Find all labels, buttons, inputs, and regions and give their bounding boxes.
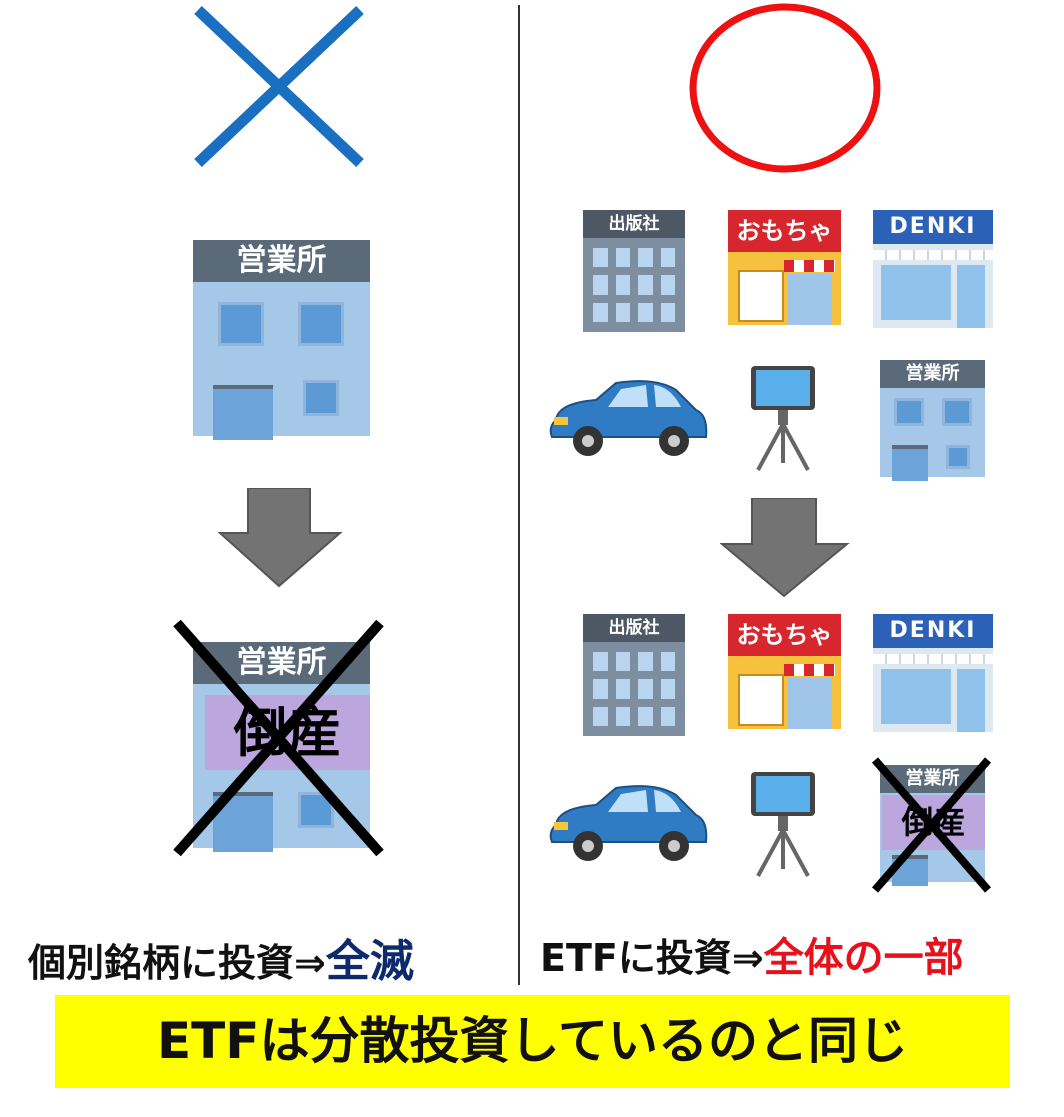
publisher-building-after: 出版社: [583, 614, 685, 736]
toy-store-after: おもちゃ: [728, 614, 841, 729]
office-building-small: 営業所: [880, 360, 985, 481]
right-caption-result: 全体の一部: [763, 935, 964, 981]
black-x-icon-small: [871, 757, 992, 893]
car-icon-after: [549, 785, 708, 861]
down-arrow-icon: [218, 488, 343, 588]
blue-x-icon: [194, 6, 364, 167]
toy-store: おもちゃ: [728, 210, 841, 325]
tripod-camera-icon: [751, 366, 815, 471]
electronics-store: DENKI: [873, 210, 993, 328]
left-caption-result: 全滅: [325, 936, 414, 987]
red-circle-icon: [689, 3, 881, 173]
down-arrow-icon-right: [720, 498, 850, 598]
right-caption: ETFに投資⇒全体の一部: [540, 935, 964, 981]
tripod-camera-icon-after: [751, 772, 815, 877]
summary-banner: ETFは分散投資しているのと同じ: [55, 995, 1010, 1088]
office-building: 営業所: [193, 240, 370, 440]
electronics-store-after: DENKI: [873, 614, 993, 732]
left-caption: 個別銘柄に投資⇒全滅: [28, 936, 414, 987]
publisher-building: 出版社: [583, 210, 685, 332]
center-divider: [518, 5, 520, 985]
car-icon: [549, 380, 708, 456]
black-x-icon: [173, 619, 384, 857]
